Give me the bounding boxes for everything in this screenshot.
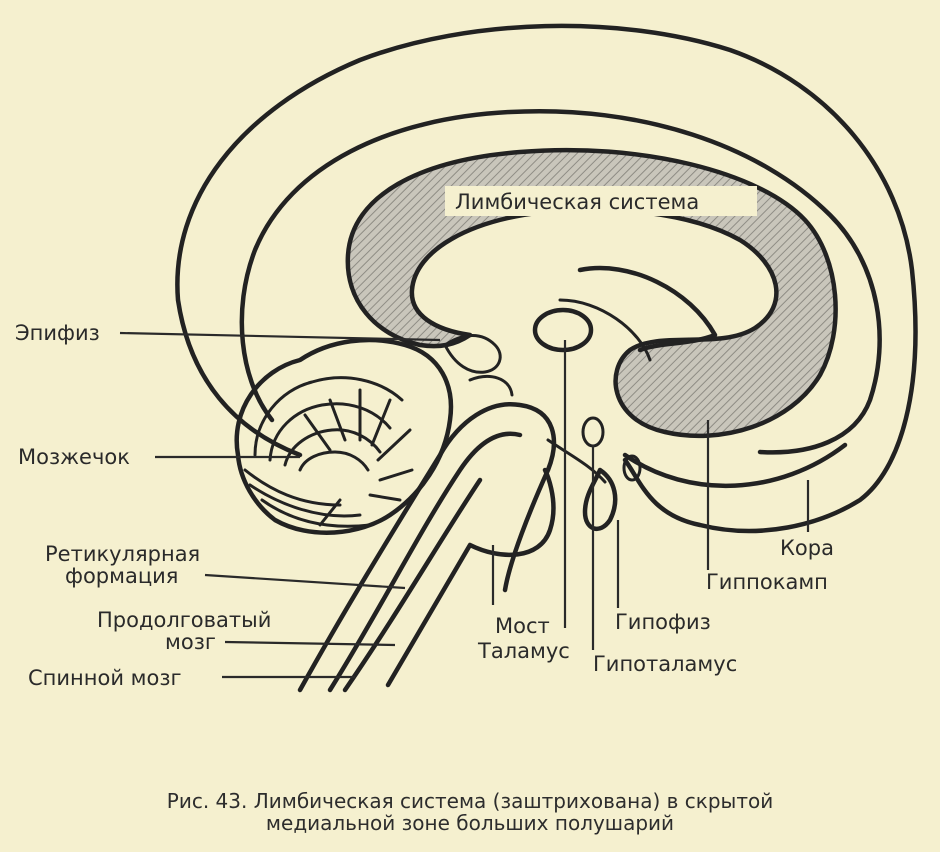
cortex-inner-outline [239,109,882,455]
caption-line-2: медиальной зоне больших полушарий [265,811,675,835]
pons-outline [385,467,556,688]
label-pituitary: Гипофиз [615,610,711,634]
leader-medulla [224,640,396,647]
label-hypothalamus: Гипоталамус [593,652,737,676]
limbic-label-bg [445,186,757,216]
hypothalamus-shape [581,416,605,448]
pituitary-stalk [546,438,607,484]
caption-line-1: Рис. 43. Лимбическая система (заштрихова… [166,789,774,813]
label-reticular-1: Ретикулярная [45,542,200,566]
fornix-inner-arc [558,298,652,362]
brain-outline [175,23,918,534]
brainstem-inner [327,431,523,693]
hippocampus-outline [622,442,848,489]
label-medulla-2: мозг [165,630,216,654]
thalamus-shape [532,307,594,353]
midbrain-shape [468,375,514,397]
limbic-system-region [345,147,838,439]
label-reticular-2: формация [65,564,178,588]
cerebellum-shape [234,337,454,535]
spinal-cord-line [342,477,483,693]
mammillary-shape [622,454,642,482]
label-medulla-1: Продолговатый [97,608,271,632]
label-thalamus: Таламус [477,639,570,663]
leader-epiphysis [119,331,441,342]
label-pons: Мост [495,614,550,638]
label-cerebellum: Мозжечок [18,445,130,469]
figure-caption: Рис. 43. Лимбическая система (заштрихова… [0,790,940,834]
leader-reticular [204,573,406,590]
label-limbic-system: Лимбическая система [455,190,699,214]
epiphysis-shape [443,334,502,374]
label-cortex: Кора [780,536,834,560]
label-epiphysis: Эпифиз [15,321,100,345]
brainstem-outline [297,402,557,693]
label-spinal-cord: Спинной мозг [28,666,182,690]
fornix-arc [577,265,718,353]
label-hippocampus: Гиппокамп [706,570,828,594]
